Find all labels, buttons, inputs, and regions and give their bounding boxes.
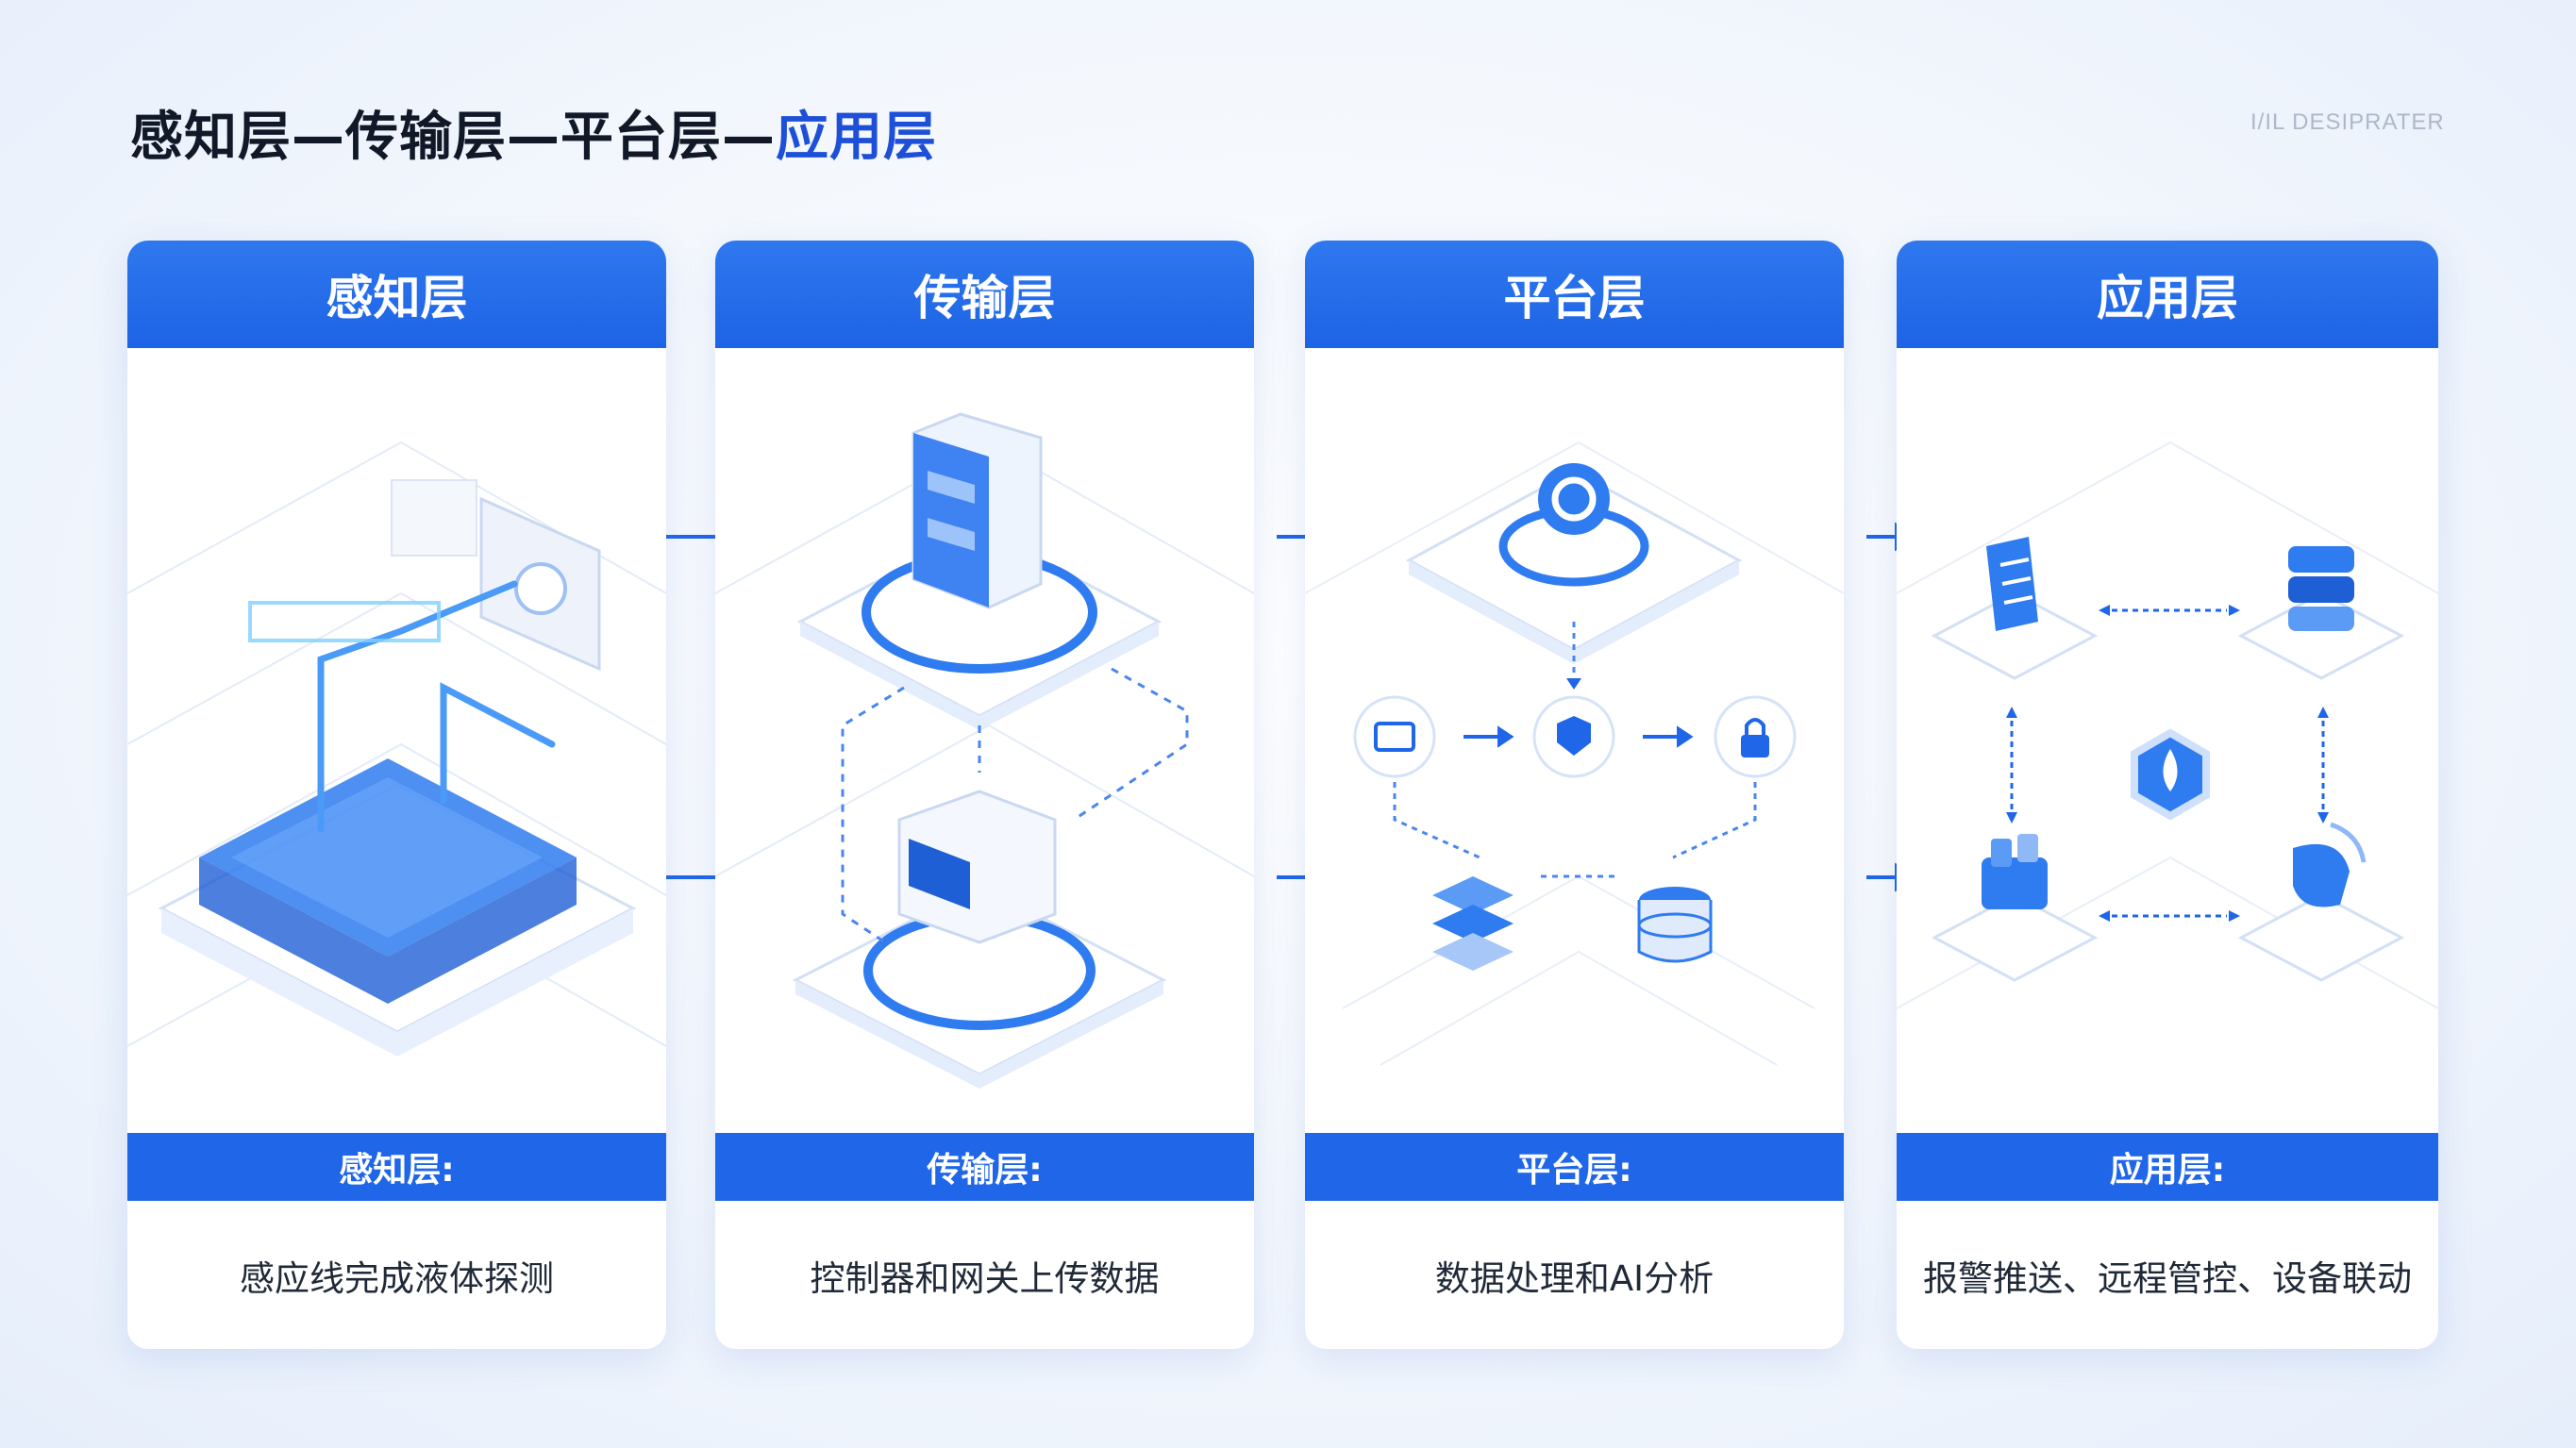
panel-perception-heading: 感知层: [127, 241, 666, 348]
device-link-icon: [2293, 843, 2350, 907]
panel-perception-sublabel: 感知层:: [127, 1133, 666, 1201]
panel-perception: 感知层 感知层: 感应线完成液体探测: [127, 241, 666, 1349]
panel-transmission-heading: 传输层: [715, 241, 1254, 348]
panel-application-description: 报警推送、远程管控、设备联动: [1923, 1257, 2412, 1299]
ai-core-icon: [1538, 463, 1610, 535]
server-stack-icon: [2288, 546, 2354, 573]
application-illustration: [1897, 441, 2438, 1009]
panel-application: 应用层: [1897, 241, 2438, 1349]
panel-application-heading: 应用层: [1897, 241, 2438, 348]
monitor-icon: [1353, 695, 1436, 778]
layers-icon: [1432, 876, 1514, 914]
panel-perception-illustration: [127, 348, 666, 1131]
panel-application-illustration: [1897, 348, 2438, 1131]
panel-platform-heading: 平台层: [1305, 241, 1844, 348]
panel-platform: 平台层: [1305, 241, 1844, 1349]
panel-transmission-sublabel: 传输层:: [715, 1133, 1254, 1201]
panel-platform-sublabel: 平台层:: [1305, 1133, 1844, 1201]
controller-icon: [897, 790, 1057, 944]
panel-platform-illustration: [1305, 348, 1844, 1131]
remote-control-icon: [1982, 857, 2048, 909]
page-title: 感知层—传输层—平台层—应用层: [130, 107, 937, 168]
panel-transmission-illustration: [715, 348, 1254, 1131]
title-accent: 应用层: [776, 107, 937, 168]
panel-transmission-description: 控制器和网关上传数据: [810, 1257, 1160, 1299]
watermark: I/IL DESIPRATER: [2250, 109, 2445, 135]
panel-platform-description: 数据处理和AI分析: [1434, 1257, 1715, 1299]
panel-transmission: 传输层 传输层: 控制器和网关上传数据: [715, 241, 1254, 1349]
liquid-sensor-illustration: [127, 441, 666, 1057]
gateway-illustration: [715, 412, 1254, 1089]
platform-illustration: [1305, 441, 1844, 1066]
panel-perception-description: 感应线完成液体探测: [240, 1257, 554, 1299]
panel-application-sublabel: 应用层:: [1897, 1133, 2438, 1201]
